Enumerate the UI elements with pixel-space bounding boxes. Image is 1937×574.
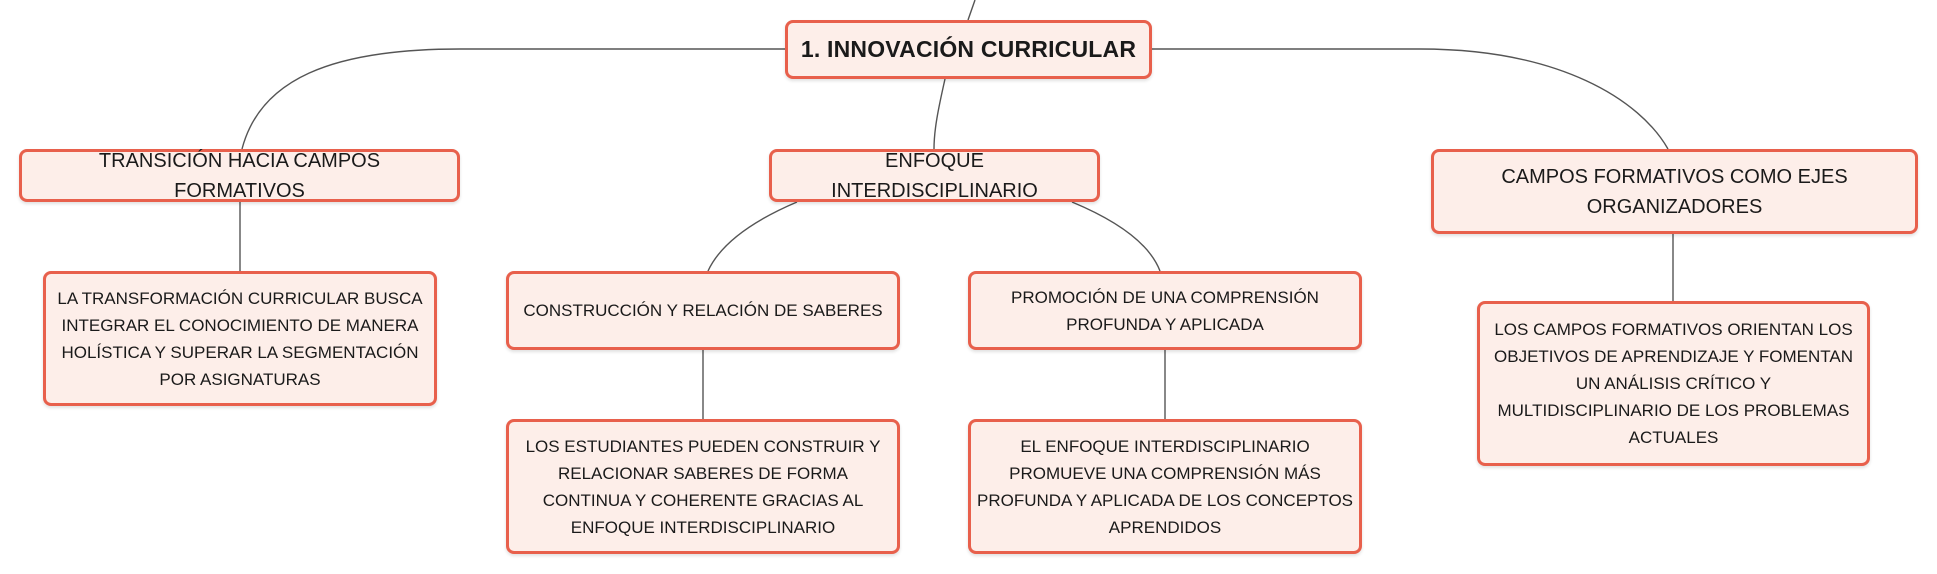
leaf-node-label: LOS CAMPOS FORMATIVOS ORIENTAN LOS OBJET… (1494, 320, 1853, 447)
leaf-node-campos-orientan[interactable]: LOS CAMPOS FORMATIVOS ORIENTAN LOS OBJET… (1477, 301, 1870, 466)
connector-enfoque-construccion (707, 201, 798, 272)
connector-root-transicion (241, 48, 785, 150)
subbranch-node-construccion[interactable]: CONSTRUCCIÓN Y RELACIÓN DE SABERES (506, 271, 900, 350)
branch-node-campos[interactable]: CAMPOS FORMATIVOS COMO EJES ORGANIZADORE… (1431, 149, 1918, 234)
branch-node-label: CAMPOS FORMATIVOS COMO EJES ORGANIZADORE… (1501, 165, 1848, 218)
connector-root-parent (967, 0, 976, 21)
leaf-node-enfoque-promueve[interactable]: EL ENFOQUE INTERDISCIPLINARIO PROMUEVE U… (968, 419, 1362, 554)
leaf-node-label: LA TRANSFORMACIÓN CURRICULAR BUSCA INTEG… (57, 288, 423, 389)
branch-node-enfoque[interactable]: ENFOQUE INTERDISCIPLINARIO (769, 149, 1100, 202)
root-node[interactable]: 1. INNOVACIÓN CURRICULAR (785, 20, 1152, 79)
subbranch-node-label: PROMOCIÓN DE UNA COMPRENSIÓN PROFUNDA Y … (1011, 287, 1319, 334)
connector-enfoque-promocion (1071, 201, 1161, 272)
leaf-node-label: EL ENFOQUE INTERDISCIPLINARIO PROMUEVE U… (977, 436, 1354, 537)
leaf-node-estudiantes[interactable]: LOS ESTUDIANTES PUEDEN CONSTRUIR Y RELAC… (506, 419, 900, 554)
leaf-node-transformacion[interactable]: LA TRANSFORMACIÓN CURRICULAR BUSCA INTEG… (43, 271, 437, 406)
connector-root-enfoque (933, 78, 946, 150)
branch-node-label: TRANSICIÓN HACIA CAMPOS FORMATIVOS (98, 149, 381, 202)
leaf-node-label: LOS ESTUDIANTES PUEDEN CONSTRUIR Y RELAC… (525, 436, 881, 537)
root-node-label: 1. INNOVACIÓN CURRICULAR (800, 36, 1137, 62)
connector-root-campos (1152, 48, 1669, 150)
branch-node-transicion[interactable]: TRANSICIÓN HACIA CAMPOS FORMATIVOS (19, 149, 460, 202)
subbranch-node-promocion[interactable]: PROMOCIÓN DE UNA COMPRENSIÓN PROFUNDA Y … (968, 271, 1362, 350)
subbranch-node-label: CONSTRUCCIÓN Y RELACIÓN DE SABERES (523, 301, 883, 320)
branch-node-label: ENFOQUE INTERDISCIPLINARIO (831, 149, 1038, 202)
